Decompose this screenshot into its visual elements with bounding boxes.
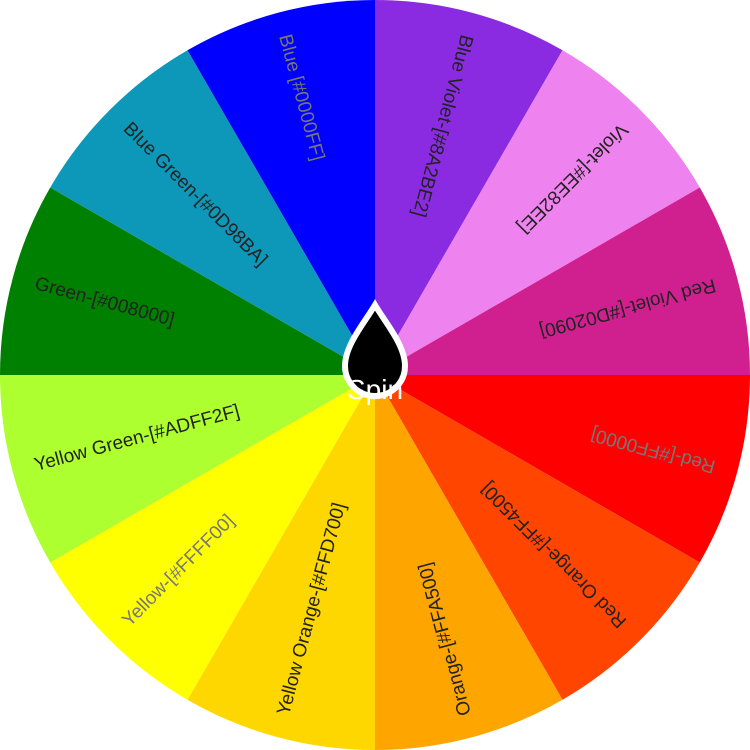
wheel-segment: Red Violet-[#D02090] xyxy=(375,187,750,375)
wheel-segment: Blue [#0000FF] xyxy=(187,0,375,375)
spin-button[interactable]: Spin xyxy=(341,299,409,405)
spin-button-label[interactable]: Spin xyxy=(347,374,403,405)
segment-slice xyxy=(375,375,563,750)
wheel-segment: Yellow Orange-[#FFD700] xyxy=(187,375,375,750)
wheel-segment: Blue Violet-[#8A2BE2] xyxy=(375,0,563,375)
segment-slice xyxy=(0,187,375,375)
wheel-segment: Orange-[#FFA500] xyxy=(375,375,563,750)
pointer-icon xyxy=(341,299,409,399)
segment-slice xyxy=(187,0,375,375)
wheel-segment: Green-[#008000] xyxy=(0,187,375,375)
wheel-segment: Yellow Green-[#ADFF2F] xyxy=(0,375,375,563)
segment-slice xyxy=(187,375,375,750)
segment-slice xyxy=(375,187,750,375)
segment-slice xyxy=(375,375,700,700)
segment-slice xyxy=(0,375,375,563)
segment-slice xyxy=(375,50,700,375)
wheel-segment: Red-[#FF0000] xyxy=(375,375,750,563)
wheel-segment: Yellow-[#FFFF00] xyxy=(50,375,375,700)
segment-slice xyxy=(50,375,375,700)
segment-slice xyxy=(50,50,375,375)
segment-slice xyxy=(375,0,563,375)
segment-slice xyxy=(375,375,750,563)
wheel-segment: Violet-[#EE82EE] xyxy=(375,50,700,375)
